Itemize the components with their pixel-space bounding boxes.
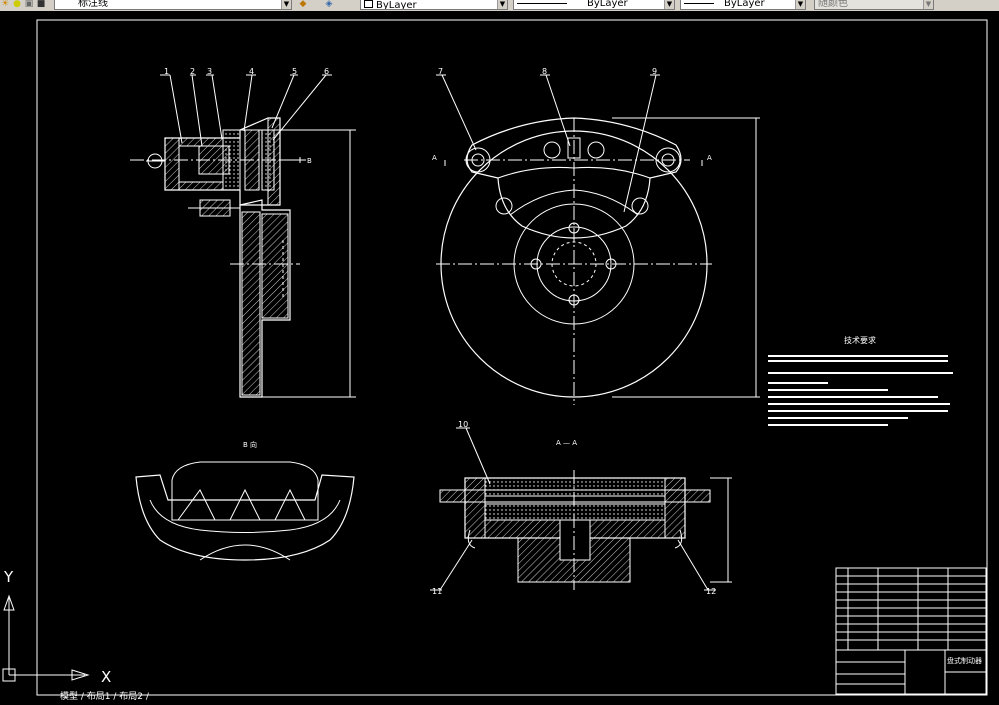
ucs-y-label: Y <box>3 568 14 586</box>
front-view <box>436 74 760 405</box>
lightbulb-icon[interactable]: ● <box>13 0 21 9</box>
drawing-labels: 1 2 3 4 5 6 7 8 9 10 11 12 A A B B 向 A —… <box>164 67 982 665</box>
balloon-10: 10 <box>458 420 468 429</box>
linetype-sample <box>517 2 567 4</box>
color-dropdown[interactable]: ByLayer ▼ <box>360 0 508 10</box>
title-block <box>835 567 987 695</box>
layer-manager-icon[interactable]: ◆ <box>299 0 307 9</box>
layer-color-icon[interactable]: ■ <box>36 0 46 9</box>
section-mark-left: A <box>432 154 437 162</box>
b-direction-view <box>135 461 355 561</box>
title-block-name: 盘式制动器 <box>947 656 982 665</box>
properties-toolbar: ☀ ● ▣ ■ 标注线 ▼ ◆ ◈ ByLayer ▼ ByLayer ▼ By… <box>0 0 999 12</box>
color-swatch <box>364 0 373 8</box>
chevron-down-icon: ▼ <box>923 0 933 9</box>
chevron-down-icon: ▼ <box>281 0 291 9</box>
section-mark-right: A <box>707 154 712 162</box>
tech-requirements-title: 技术要求 <box>844 335 876 345</box>
balloon-12: 12 <box>706 587 716 596</box>
side-section-view <box>130 74 356 398</box>
balloon-9: 9 <box>652 67 657 76</box>
layer-dropdown[interactable]: 标注线 ▼ <box>54 0 292 10</box>
view-arrow-label: B <box>307 157 312 165</box>
lineweight-dropdown-value: ByLayer <box>724 0 765 9</box>
layer-dropdown-value: 标注线 <box>78 0 108 9</box>
chevron-down-icon: ▼ <box>497 0 507 9</box>
balloon-1: 1 <box>164 67 169 76</box>
b-view-title: B 向 <box>243 440 257 449</box>
linetype-dropdown[interactable]: ByLayer ▼ <box>513 0 675 10</box>
technical-requirements <box>768 355 953 426</box>
balloon-5: 5 <box>292 67 297 76</box>
balloon-3: 3 <box>207 67 212 76</box>
a-a-section-view <box>430 427 732 591</box>
lineweight-dropdown[interactable]: ByLayer ▼ <box>680 0 806 10</box>
balloon-11: 11 <box>432 587 442 596</box>
ucs-x-label: X <box>101 668 111 686</box>
linetype-dropdown-value: ByLayer <box>587 0 628 9</box>
sun-icon[interactable]: ☀ <box>0 0 10 9</box>
plotstyle-dropdown[interactable]: 随颜色 ▼ <box>814 0 934 10</box>
lineweight-sample <box>684 2 714 4</box>
lock-icon[interactable]: ▣ <box>24 0 34 9</box>
balloon-2: 2 <box>190 67 195 76</box>
balloon-8: 8 <box>542 67 547 76</box>
a-a-section-title: A — A <box>556 439 577 447</box>
balloon-4: 4 <box>249 67 254 76</box>
drawing-frame <box>36 19 988 696</box>
ucs-icon: Y X <box>2 568 111 686</box>
chevron-down-icon: ▼ <box>664 0 674 9</box>
plotstyle-dropdown-value: 随颜色 <box>818 0 848 9</box>
cad-drawing: 1 2 3 4 5 6 7 8 9 10 11 12 A A B B 向 A —… <box>2 19 988 696</box>
balloon-7: 7 <box>438 67 443 76</box>
color-dropdown-value: ByLayer <box>376 0 417 10</box>
layer-previous-icon[interactable]: ◈ <box>325 0 333 9</box>
chevron-down-icon: ▼ <box>795 0 805 9</box>
drawing-canvas[interactable]: 1 2 3 4 5 6 7 8 9 10 11 12 A A B B 向 A —… <box>0 11 999 701</box>
balloon-6: 6 <box>324 67 329 76</box>
layout-tabs[interactable]: 模型 / 布局1 / 布局2 / <box>60 692 149 702</box>
